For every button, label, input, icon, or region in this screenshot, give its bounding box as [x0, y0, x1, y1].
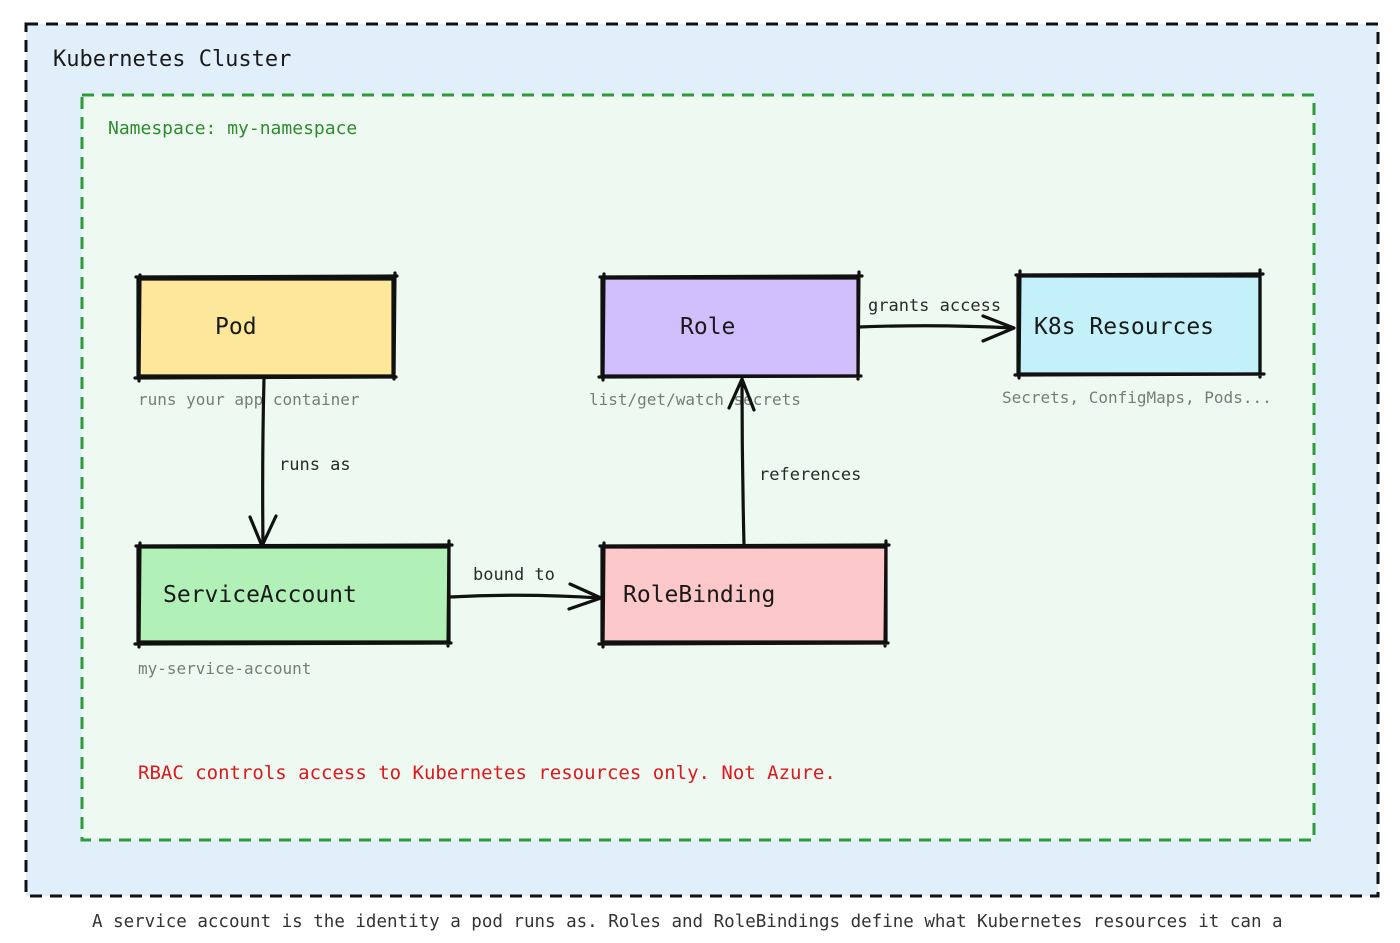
edge-bound-to: bound to: [448, 565, 603, 611]
edge-references-label: references: [759, 465, 861, 485]
role-binding-label: RoleBinding: [623, 582, 775, 608]
edge-references: references: [727, 377, 861, 547]
k8s-resources-label: K8s Resources: [1034, 314, 1214, 340]
k8s-resources-sublabel: Secrets, ConfigMaps, Pods...: [1002, 388, 1272, 407]
pod-sublabel: runs your app container: [138, 390, 360, 409]
role-node[interactable]: Role: [597, 270, 864, 382]
edge-grants-access-arrowhead: [981, 314, 1016, 343]
service-account-node[interactable]: ServiceAccount: [133, 539, 454, 649]
pod-label: Pod: [215, 314, 257, 340]
service-account-sublabel: my-service-account: [138, 659, 311, 678]
edge-runs-as-line: [261, 376, 266, 547]
role-label: Role: [680, 314, 735, 340]
namespace-title: Namespace: my-namespace: [108, 118, 357, 139]
pod-node[interactable]: Pod: [133, 271, 399, 383]
edge-bound-to-line: [448, 593, 602, 600]
edge-references-line: [740, 378, 746, 547]
pod-box: [136, 277, 395, 378]
role-binding-node[interactable]: RoleBinding: [597, 539, 891, 649]
namespace-container: [80, 93, 1316, 842]
role-box: [600, 276, 860, 378]
edge-grants-access-label: grants access: [868, 296, 1001, 316]
edge-bound-to-arrowhead: [567, 582, 603, 611]
k8s-resources-node[interactable]: K8s Resources: [1013, 268, 1266, 380]
edge-runs-as: runs as: [248, 376, 351, 548]
cluster-title: Kubernetes Cluster: [53, 47, 291, 72]
edge-bound-to-label: bound to: [473, 565, 555, 585]
edge-grants-access: grants access: [857, 296, 1016, 343]
caption: A service account is the identity a pod …: [92, 912, 1283, 932]
edge-runs-as-arrowhead: [248, 514, 278, 548]
service-account-label: ServiceAccount: [163, 582, 357, 608]
edge-references-arrowhead: [727, 377, 756, 412]
edge-grants-access-line: [857, 324, 1015, 330]
role-sublabel: list/get/watch secrets: [589, 390, 801, 409]
rbac-note: RBAC controls access to Kubernetes resou…: [138, 762, 836, 784]
edge-runs-as-label: runs as: [279, 455, 351, 475]
